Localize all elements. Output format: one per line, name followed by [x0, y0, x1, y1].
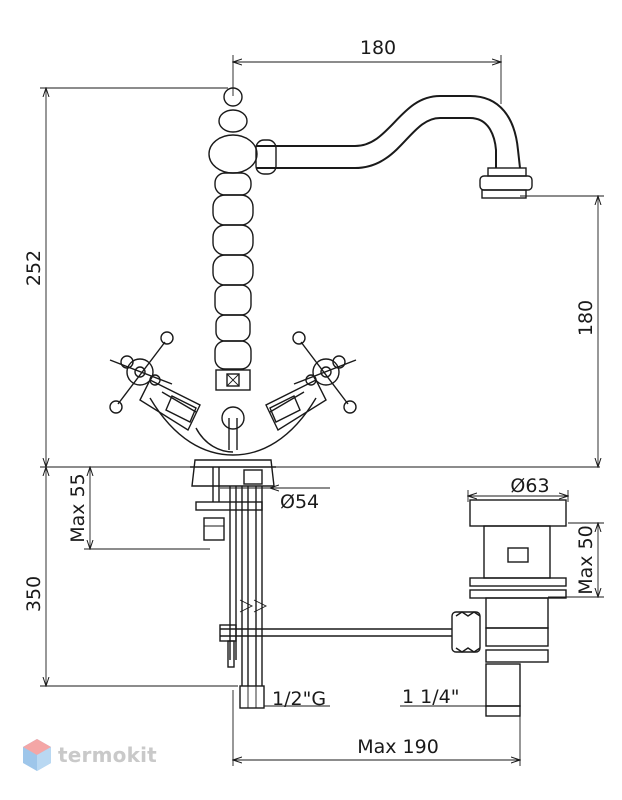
- dimension-lines: [40, 55, 604, 766]
- label-spout-reach: 180: [360, 37, 396, 59]
- label-waste-diameter: Ø63: [510, 475, 549, 497]
- label-max-55: Max 55: [67, 473, 89, 543]
- below-deck-assembly: [195, 467, 481, 709]
- label-total-height: 252: [23, 250, 45, 286]
- label-waste-thread: 1 1/4": [402, 686, 459, 708]
- left-handle: [109, 331, 201, 432]
- brand-logo: termokit: [22, 738, 157, 772]
- label-350: 350: [23, 576, 45, 612]
- label-hole-diameter: Ø54: [280, 491, 319, 513]
- brand-logo-icon: [23, 739, 51, 771]
- pop-up-waste: [469, 499, 567, 717]
- faucet-body: [149, 87, 533, 487]
- label-inlet-thread: 1/2"G: [272, 688, 326, 710]
- brand-name: termokit: [58, 743, 157, 767]
- label-max-50: Max 50: [575, 525, 597, 595]
- label-spout-height: 180: [575, 300, 597, 336]
- label-max-190: Max 190: [357, 736, 439, 758]
- dimension-labels: 180 252 180 Max 55 Ø54 350 Ø63 Max 50 1/…: [23, 37, 597, 758]
- right-handle: [265, 331, 357, 432]
